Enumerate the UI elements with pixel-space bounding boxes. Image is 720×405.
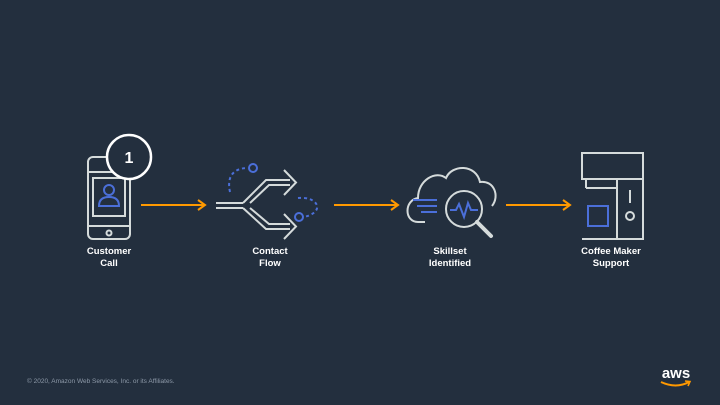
- cloud-search-icon: [406, 167, 497, 238]
- step-label-line2: Support: [592, 258, 630, 269]
- copyright-notice: © 2020, Amazon Web Services, Inc. or its…: [27, 378, 175, 385]
- step-label-line2: Call: [100, 258, 118, 269]
- aws-smile-arrowhead: [684, 380, 692, 387]
- step-label-contact-flow: Contact Flow: [210, 246, 330, 270]
- aws-logo-text: aws: [662, 365, 690, 382]
- contact-flow-icon: [216, 163, 319, 240]
- coffee-maker-icon: [581, 152, 644, 240]
- contact-person-icon: [97, 184, 121, 207]
- step-label-line1: Contact: [252, 246, 288, 257]
- step-label-line1: Skillset: [433, 246, 467, 257]
- step-label-line2: Identified: [428, 258, 472, 269]
- step-label-line1: Customer: [86, 246, 132, 257]
- flow-arrow: [141, 199, 207, 211]
- step-badge-number: 1: [125, 150, 134, 167]
- flow-arrow: [506, 199, 572, 211]
- step-label-line1: Coffee Maker: [581, 246, 641, 257]
- step-label-coffee-maker-support: Coffee Maker Support: [551, 246, 671, 270]
- step-badge: 1: [105, 133, 153, 181]
- step-label-skillset-identified: Skillset Identified: [390, 246, 510, 270]
- step-label-customer-call: Customer Call: [49, 246, 169, 270]
- aws-smile-arrow: [660, 381, 690, 387]
- aws-logo: aws: [660, 365, 692, 387]
- flow-arrow: [334, 199, 400, 211]
- step-label-line2: Flow: [259, 258, 281, 269]
